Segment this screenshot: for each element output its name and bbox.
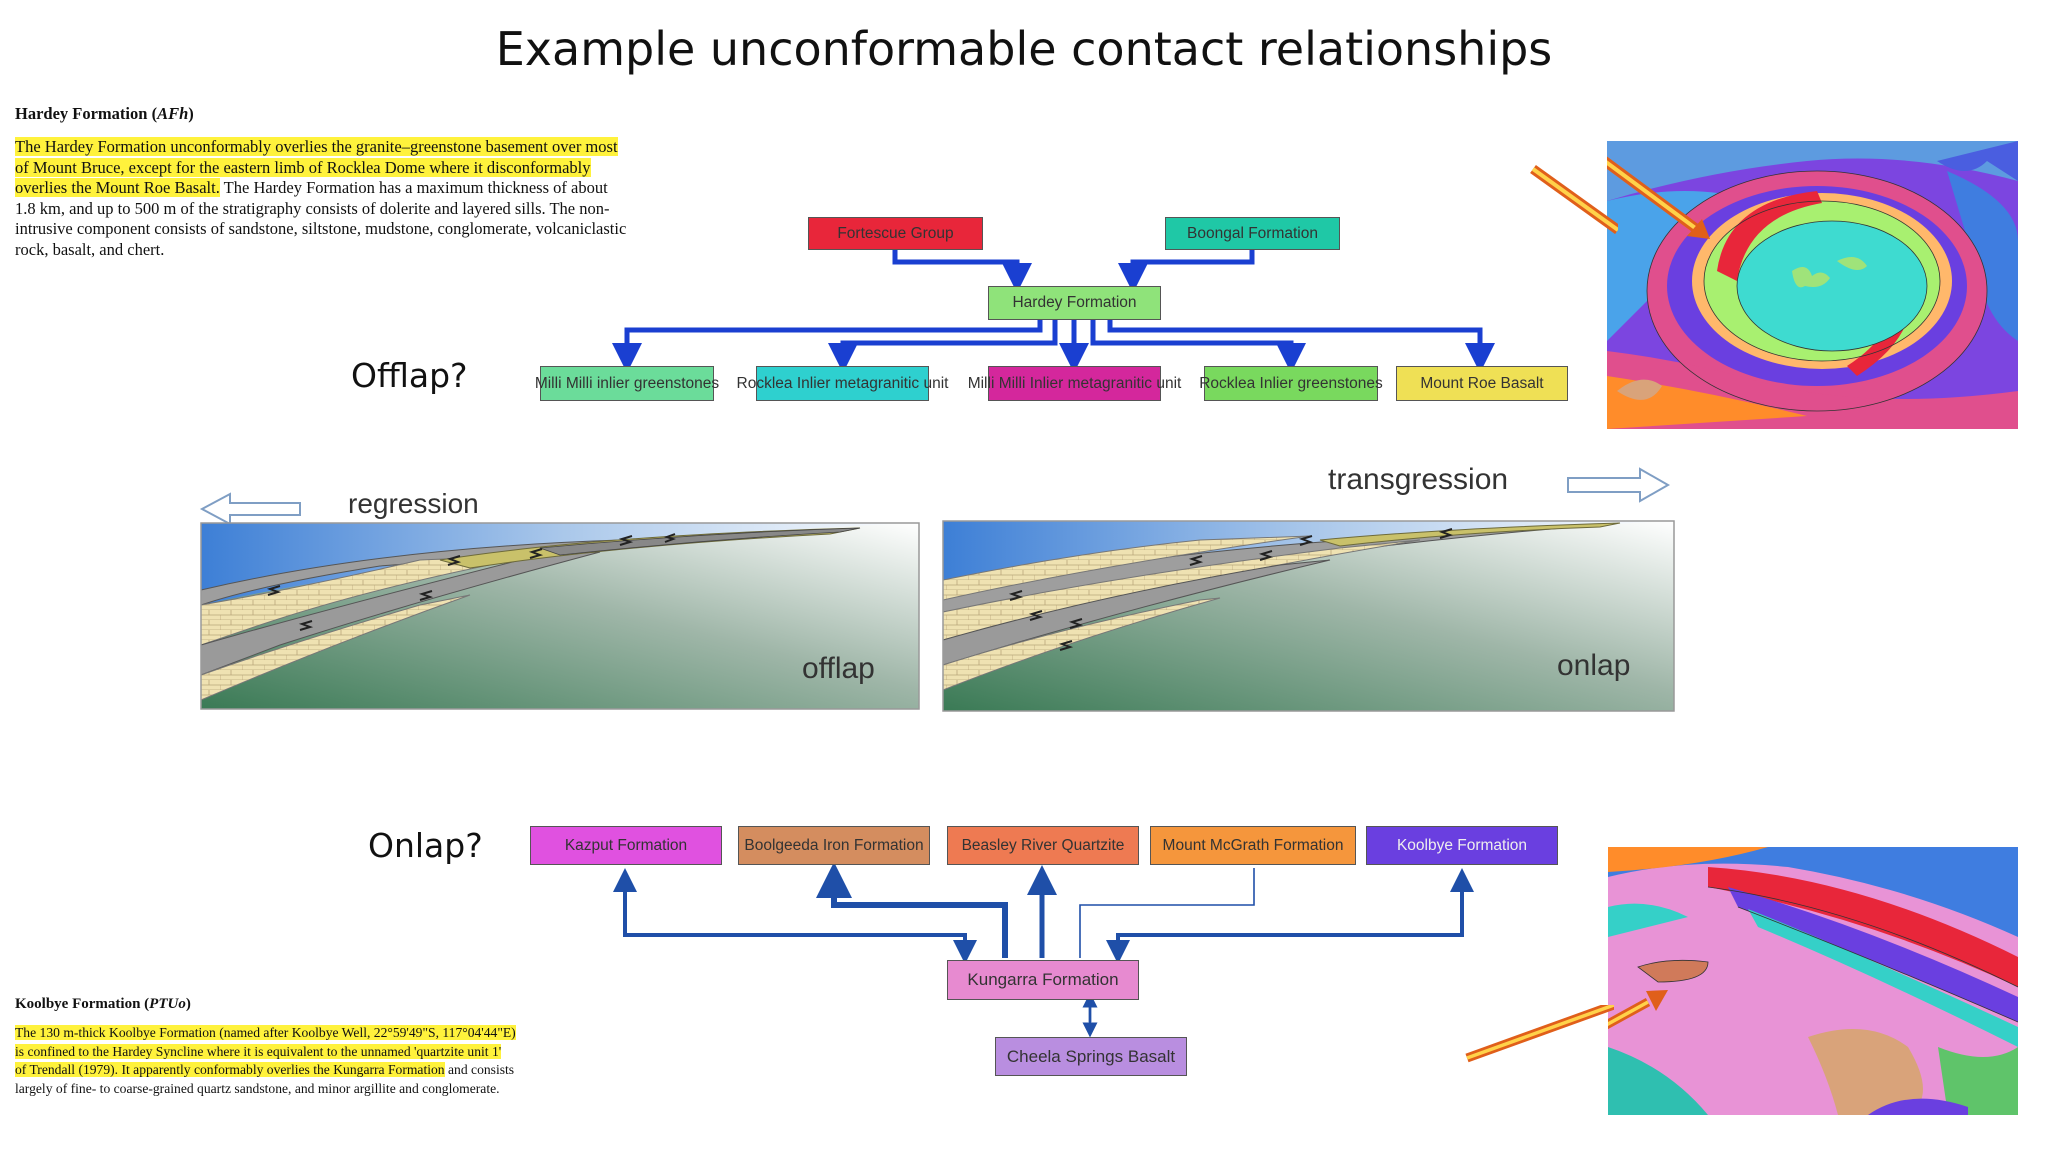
cheela-springs-basalt-box: Cheela Springs Basalt bbox=[995, 1037, 1187, 1076]
top-map-pointer-arrow bbox=[1530, 164, 1618, 234]
hardey-paragraph: The Hardey Formation unconformably overl… bbox=[15, 137, 627, 259]
koolbye-text-block: Koolbye Formation (PTUo) The 130 m-thick… bbox=[15, 996, 655, 1098]
transgression-arrow-icon bbox=[1567, 467, 1671, 503]
rocklea-metagranitic-box: Rocklea Inlier metagranitic unit bbox=[737, 366, 948, 401]
boongal-formation-box: Boongal Formation bbox=[1165, 217, 1340, 250]
kungarra-formation-box: Kungarra Formation bbox=[947, 960, 1139, 1000]
kazput-formation-box: Kazput Formation bbox=[530, 826, 722, 865]
offlap-panel bbox=[200, 522, 920, 710]
top-map-image bbox=[1607, 141, 2018, 429]
mount-mcgrath-formation-box: Mount McGrath Formation bbox=[1150, 826, 1356, 865]
regression-arrow-icon bbox=[199, 492, 301, 526]
bottom-map-pointer-arrow bbox=[1465, 1005, 1614, 1063]
offlap-label: offlap bbox=[802, 652, 875, 685]
transgression-label: transgression bbox=[1328, 463, 1508, 496]
onlap-question: Onlap? bbox=[368, 826, 483, 865]
rocklea-greenstones-box: Rocklea Inlier greenstones bbox=[1199, 366, 1383, 401]
boolgeeda-iron-formation-box: Boolgeeda Iron Formation bbox=[738, 826, 930, 865]
hardey-heading: Hardey Formation (AFh) bbox=[15, 104, 194, 123]
beasley-river-quartzite-box: Beasley River Quartzite bbox=[947, 826, 1139, 865]
mount-roe-basalt-box: Mount Roe Basalt bbox=[1396, 366, 1568, 401]
milli-milli-greenstones-box: Milli Milli inlier greenstones bbox=[535, 366, 719, 401]
onlap-label: onlap bbox=[1557, 649, 1630, 682]
regression-label: regression bbox=[348, 488, 479, 519]
fortescue-group-box: Fortescue Group bbox=[808, 217, 983, 250]
bottom-map-image bbox=[1608, 847, 2018, 1115]
koolbye-formation-box: Koolbye Formation bbox=[1366, 826, 1558, 865]
koolbye-paragraph: The 130 m-thick Koolbye Formation (named… bbox=[15, 1025, 516, 1096]
koolbye-heading: Koolbye Formation (PTUo) bbox=[15, 996, 191, 1012]
onlap-panel bbox=[942, 520, 1675, 712]
hardey-formation-box: Hardey Formation bbox=[988, 286, 1161, 320]
page-title: Example unconformable contact relationsh… bbox=[495, 22, 1553, 76]
milli-milli-metagranitic-box: Milli Milli Inlier metagranitic unit bbox=[968, 366, 1181, 401]
offlap-question: Offlap? bbox=[351, 356, 468, 395]
hardey-text-block: Hardey Formation (AFh) The Hardey Format… bbox=[15, 104, 695, 260]
